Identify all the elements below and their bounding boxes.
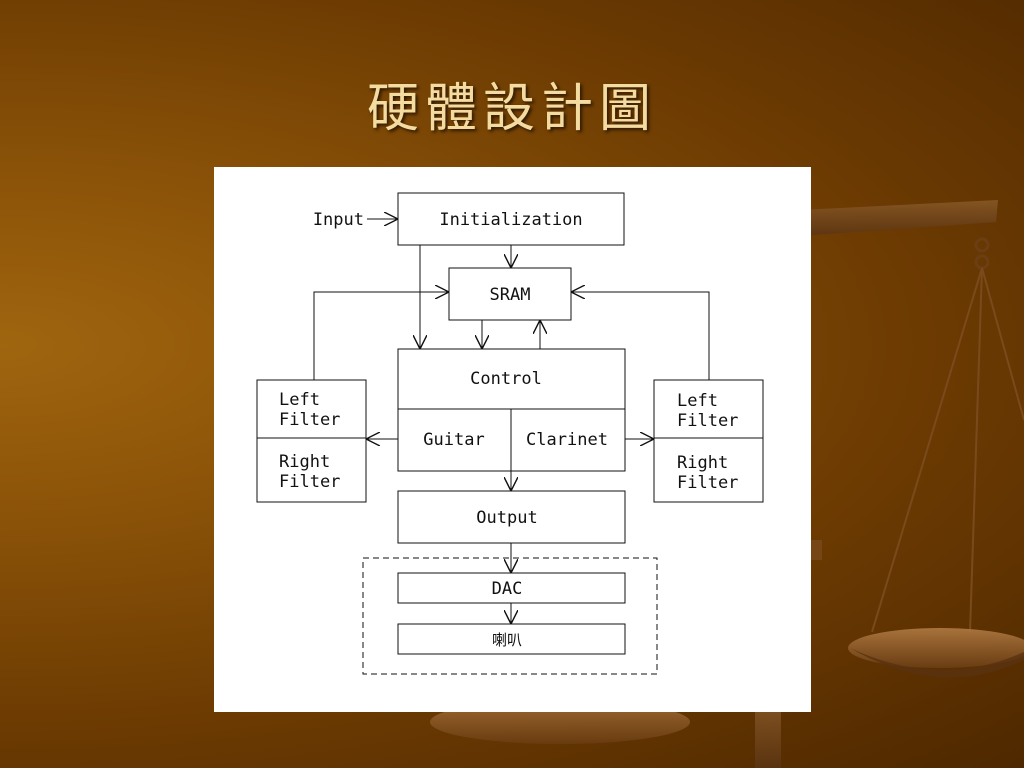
right-box-left-filter-line1: Left: [677, 391, 718, 411]
right-box-right-filter-line1: Right: [677, 453, 728, 473]
right-box-left-filter-line2: Filter: [677, 411, 738, 431]
left-filter-to-sram-arrow: [313, 292, 449, 380]
control-label: Control: [470, 369, 542, 389]
output-label: Output: [476, 508, 537, 528]
left-box-left-filter-line2: Filter: [279, 410, 340, 430]
left-box-right-filter-line1: Right: [279, 452, 330, 472]
right-filter-to-sram-arrow: [571, 292, 710, 380]
hardware-diagram-panel: Input Initialization SRAM Control Guitar…: [214, 167, 811, 712]
initialization-label: Initialization: [439, 210, 582, 230]
slide-title: 硬體設計圖: [366, 79, 657, 139]
guitar-label: Guitar: [423, 430, 484, 450]
speaker-label: 喇叭: [492, 631, 522, 649]
clarinet-label: Clarinet: [526, 430, 608, 450]
left-box-left-filter-line1: Left: [279, 390, 320, 410]
right-box-right-filter-line2: Filter: [677, 473, 738, 493]
dac-label: DAC: [492, 579, 523, 599]
input-label: Input: [313, 210, 364, 230]
dac-speaker-group: [362, 557, 658, 675]
sram-label: SRAM: [490, 285, 531, 305]
left-box-right-filter-line2: Filter: [279, 472, 340, 492]
